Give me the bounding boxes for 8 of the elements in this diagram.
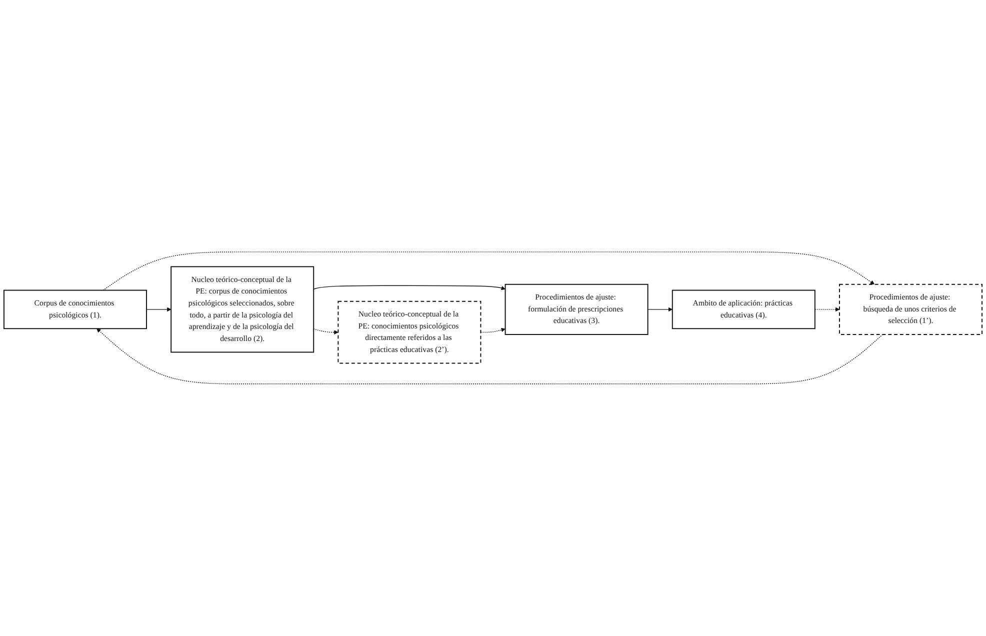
arrow xyxy=(313,285,506,290)
arrow xyxy=(647,307,673,312)
arrow xyxy=(146,307,172,312)
arrow xyxy=(313,328,338,335)
arrow xyxy=(96,328,883,384)
arrow xyxy=(814,307,840,312)
arrow xyxy=(480,328,506,333)
arrow xyxy=(102,252,875,291)
